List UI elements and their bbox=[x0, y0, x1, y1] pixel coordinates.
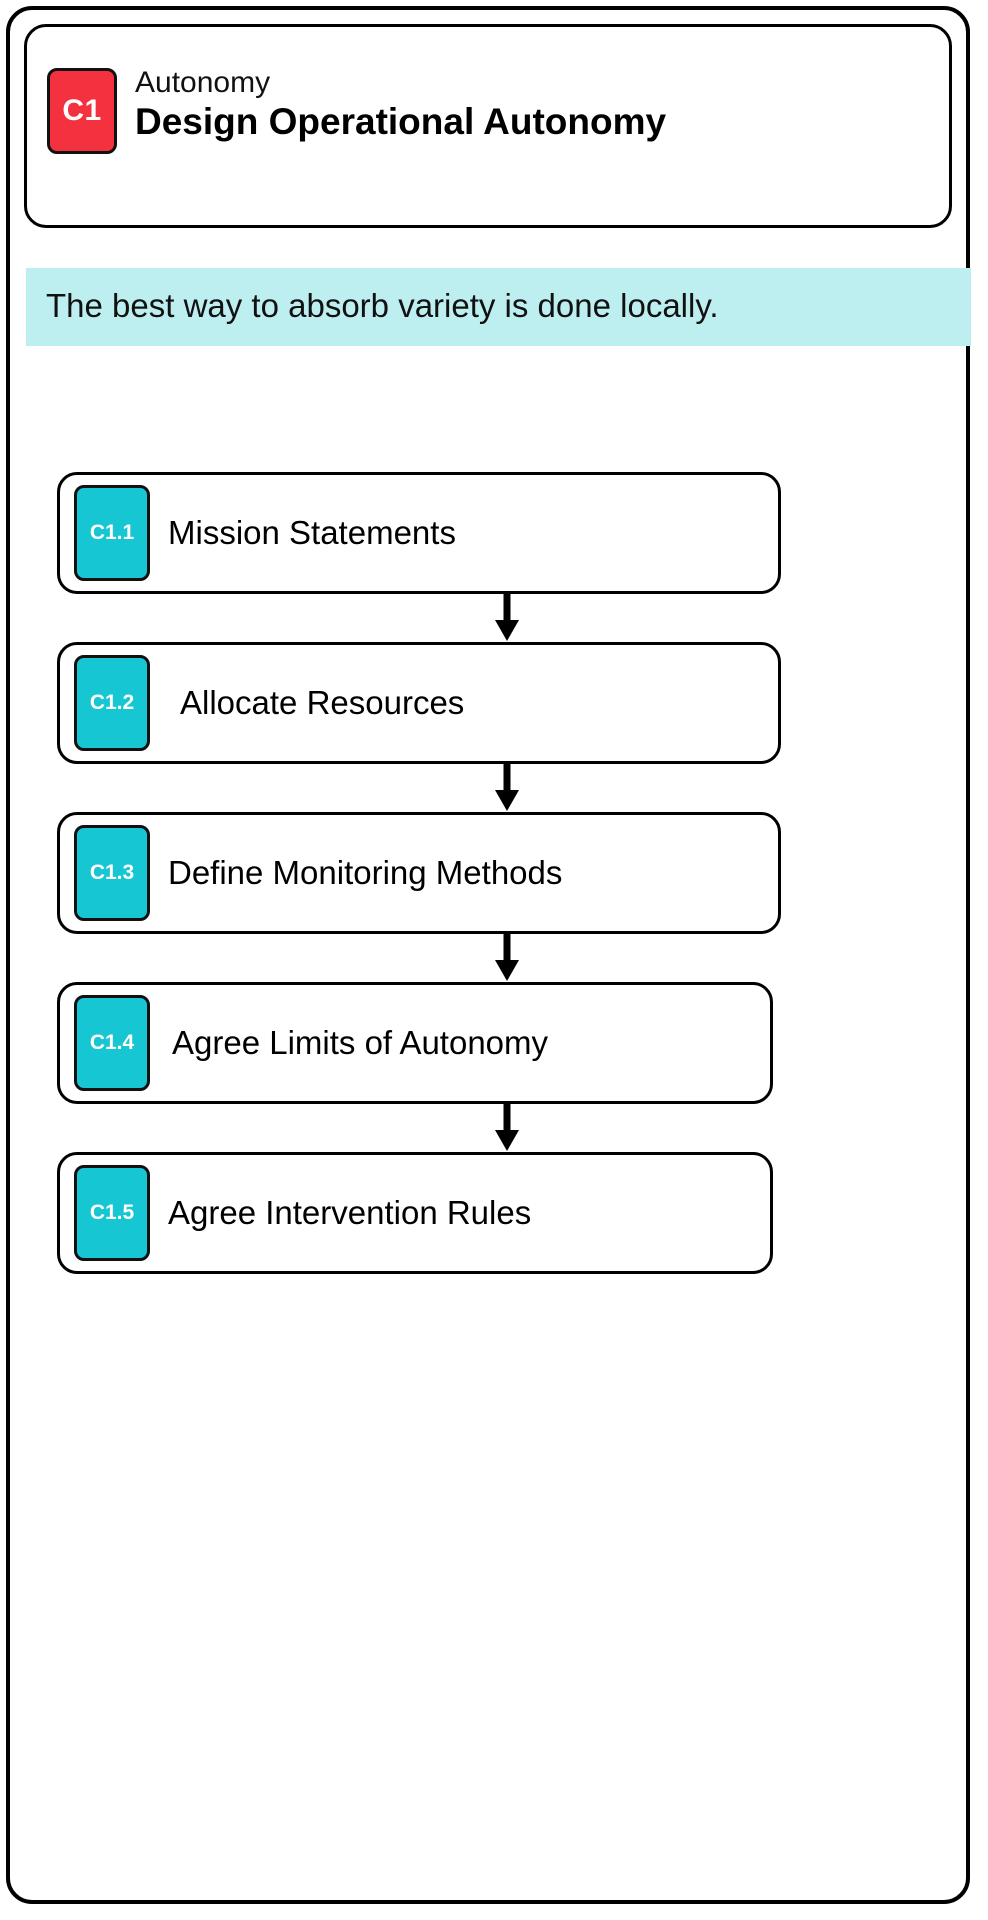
step-badge: C1.5 bbox=[74, 1165, 150, 1261]
step-card[interactable]: C1.5 Agree Intervention Rules bbox=[57, 1152, 773, 1274]
step-card[interactable]: C1.3 Define Monitoring Methods bbox=[57, 812, 781, 934]
arrow-down-icon bbox=[494, 1104, 520, 1152]
step-label: Agree Intervention Rules bbox=[168, 1193, 532, 1231]
arrow-down-icon bbox=[494, 594, 520, 642]
step-row[interactable]: C1.1 Mission Statements bbox=[10, 472, 988, 641]
step-card[interactable]: C1.4 Agree Limits of Autonomy bbox=[57, 982, 773, 1104]
page-title: Design Operational Autonomy bbox=[135, 100, 667, 142]
step-card[interactable]: C1.1 Mission Statements bbox=[57, 472, 781, 594]
step-row[interactable]: C1.3 Define Monitoring Methods bbox=[10, 812, 988, 981]
header-text-group: Autonomy Design Operational Autonomy bbox=[135, 66, 667, 143]
step-row[interactable]: C1.5 Agree Intervention Rules bbox=[10, 1152, 988, 1274]
step-badge: C1.4 bbox=[74, 995, 150, 1091]
step-badge: C1.3 bbox=[74, 825, 150, 921]
step-label: Agree Limits of Autonomy bbox=[172, 1023, 549, 1061]
header-content: C1 Autonomy Design Operational Autonomy bbox=[47, 66, 667, 154]
quote-text: The best way to absorb variety is done l… bbox=[46, 287, 719, 324]
step-row[interactable]: C1.2 Allocate Resources bbox=[10, 642, 988, 811]
arrow-down-icon bbox=[494, 934, 520, 982]
header-badge: C1 bbox=[47, 68, 117, 154]
step-row[interactable]: C1.4 Agree Limits of Autonomy bbox=[10, 982, 988, 1151]
diagram-frame: C1 Autonomy Design Operational Autonomy … bbox=[6, 6, 971, 1904]
arrow-down-icon bbox=[494, 764, 520, 812]
step-label: Define Monitoring Methods bbox=[168, 853, 563, 891]
step-label: Mission Statements bbox=[168, 513, 456, 551]
header-card: C1 Autonomy Design Operational Autonomy bbox=[24, 24, 952, 228]
header-eyebrow: Autonomy bbox=[135, 66, 271, 99]
step-badge: C1.2 bbox=[74, 655, 150, 751]
step-label: Allocate Resources bbox=[180, 683, 465, 721]
step-badge: C1.1 bbox=[74, 485, 150, 581]
quote-banner: The best way to absorb variety is done l… bbox=[26, 268, 971, 347]
step-card[interactable]: C1.2 Allocate Resources bbox=[57, 642, 781, 764]
